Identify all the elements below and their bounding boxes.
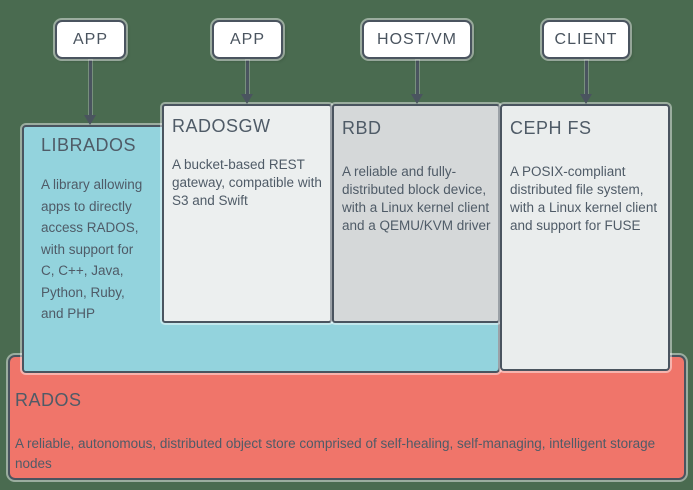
arrow-stem <box>246 60 249 95</box>
rados-description: A reliable, autonomous, distributed obje… <box>15 436 656 471</box>
rbd-description: A reliable and fully- distributed block … <box>342 164 491 233</box>
node-client: CLIENT <box>542 20 630 59</box>
arrow-down-icon <box>84 115 96 125</box>
radosgw-title: RADOSGW <box>172 116 271 136</box>
arrow-down-icon <box>411 94 423 104</box>
node-client-label: CLIENT <box>554 30 618 48</box>
arrow-stem <box>585 60 588 95</box>
box-rados: RADOS A reliable, autonomous, distribute… <box>8 355 686 480</box>
rados-title: RADOS <box>15 390 82 410</box>
arrow-stem <box>89 60 92 116</box>
librados-title: LIBRADOS <box>41 135 137 155</box>
rbd-title: RBD <box>342 118 382 138</box>
arrow-down-icon <box>241 94 253 104</box>
node-host-vm-label: HOST/VM <box>377 30 457 48</box>
box-cephfs: CEPH FS A POSIX-compliant distributed fi… <box>500 104 670 371</box>
librados-description: A library allowing apps to directly acce… <box>41 177 143 321</box>
node-host-vm: HOST/VM <box>362 20 472 59</box>
cephfs-title: CEPH FS <box>510 118 592 138</box>
node-app-2: APP <box>212 20 283 59</box>
node-app-1-label: APP <box>72 30 108 48</box>
arrow-down-icon <box>580 94 592 104</box>
radosgw-description: A bucket-based REST gateway, compatible … <box>172 157 322 208</box>
box-radosgw: RADOSGW A bucket-based REST gateway, com… <box>162 104 332 323</box>
node-app-1: APP <box>55 20 126 59</box>
cephfs-description: A POSIX-compliant distributed file syste… <box>510 164 658 233</box>
node-app-2-label: APP <box>229 30 265 48</box>
arrow-stem <box>416 60 419 95</box>
box-rbd: RBD A reliable and fully- distributed bl… <box>332 104 500 323</box>
